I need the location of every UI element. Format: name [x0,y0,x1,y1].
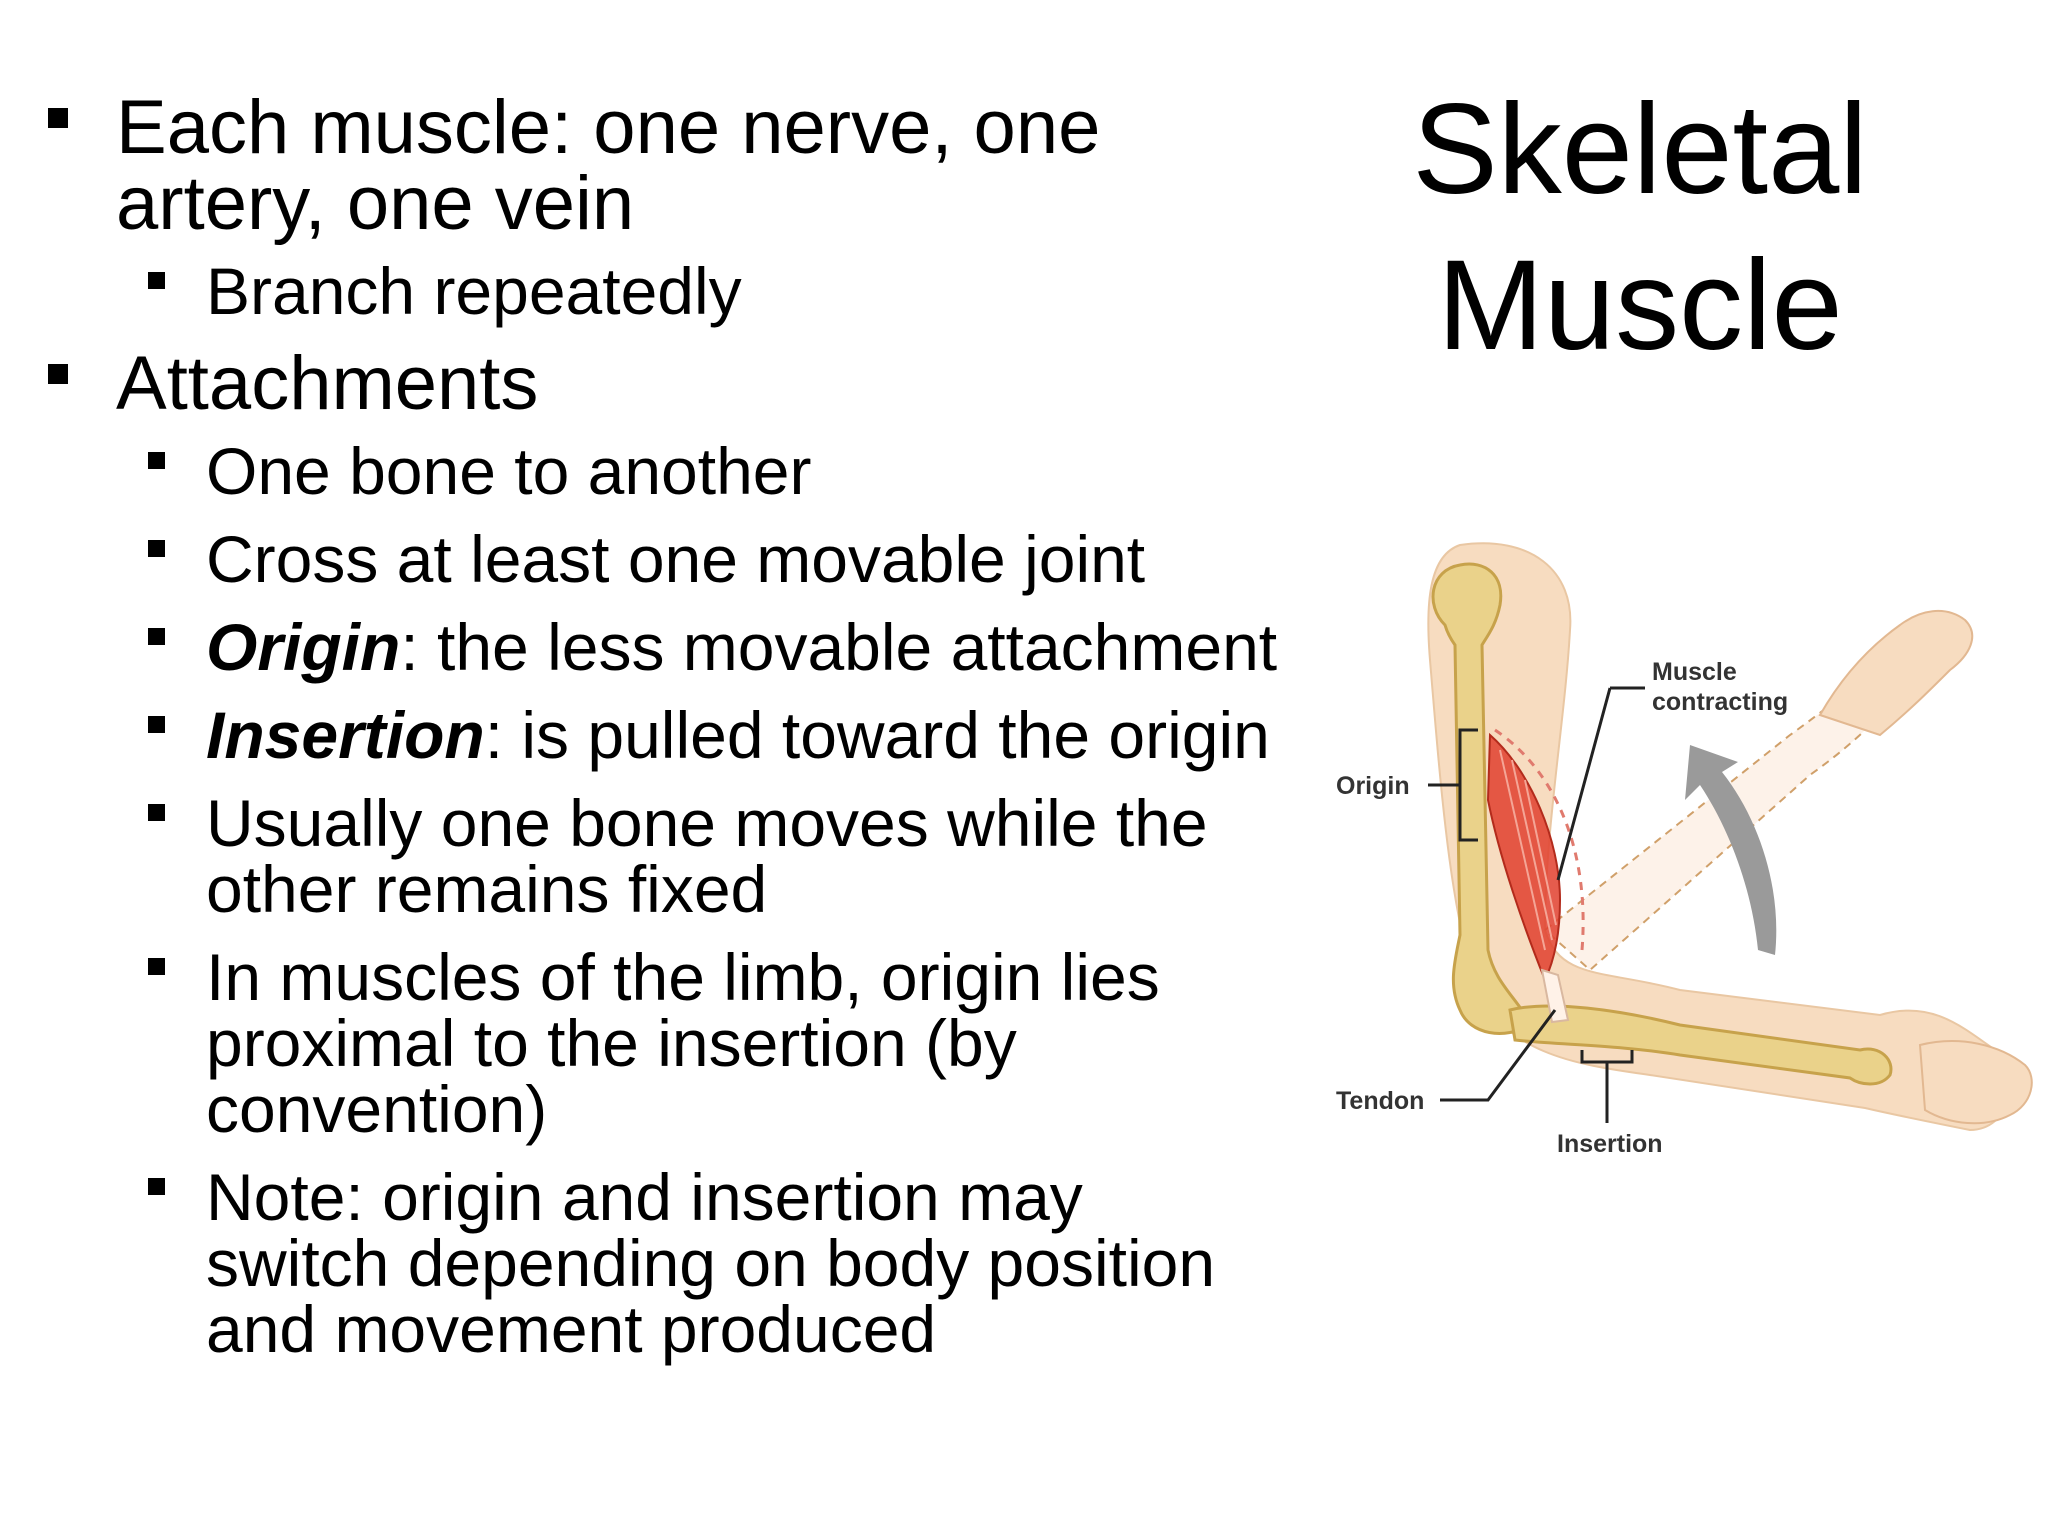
muscle-striations [1499,749,1557,951]
humerus-bone [1431,562,1532,1035]
bullet-bone-to-bone: One bone to another [40,438,1280,504]
slide-title: Skeletal Muscle [1320,72,1960,384]
label-origin: Origin [1336,772,1410,800]
forearm-bone [1508,1004,1893,1086]
title-line-2: Muscle [1437,234,1843,377]
origin-definition: : the less movable attachment [400,610,1278,684]
bullet-one-bone-moves: Usually one bone moves while the other r… [40,790,1280,922]
label-tendon: Tendon [1336,1087,1424,1115]
relaxed-muscle-outline [1494,728,1585,951]
tendon [1540,968,1570,1024]
bullet-origin: Origin: the less movable attachment [40,614,1280,680]
title-line-1: Skeletal [1412,78,1868,221]
insertion-definition: : is pulled toward the origin [484,698,1270,772]
insertion-term: Insertion [206,698,485,772]
insertion-bracket [1580,1050,1634,1123]
bullet-branch-repeatedly: Branch repeatedly [40,258,1280,324]
bullet-nerve-artery-vein: Each muscle: one nerve, one artery, one … [40,90,1280,242]
bullet-insertion: Insertion: is pulled toward the origin [40,702,1280,768]
label-insertion: Insertion [1557,1130,1663,1158]
arm-muscle-diagram: Muscle contracting Origin Tendon Inserti… [1336,542,2033,1158]
movement-arrow-icon [1685,745,1777,955]
bullet-note-switch: Note: origin and insertion may switch de… [40,1164,1280,1362]
bullet-attachments: Attachments [40,346,1280,422]
bullet-limb-convention: In muscles of the limb, origin lies prox… [40,944,1280,1142]
muscle-leader-line [1556,686,1645,881]
raised-hand [1818,609,1974,737]
origin-term: Origin [206,610,401,684]
label-muscle-line-1: Muscle [1652,658,1737,686]
lower-hand [1918,1040,2033,1125]
origin-bracket [1428,728,1478,842]
bullet-cross-joint: Cross at least one movable joint [40,526,1280,592]
tendon-leader-line [1440,1009,1557,1102]
bullet-list: Each muscle: one nerve, one artery, one … [40,90,1280,1384]
label-muscle-line-2: contracting [1652,688,1788,716]
